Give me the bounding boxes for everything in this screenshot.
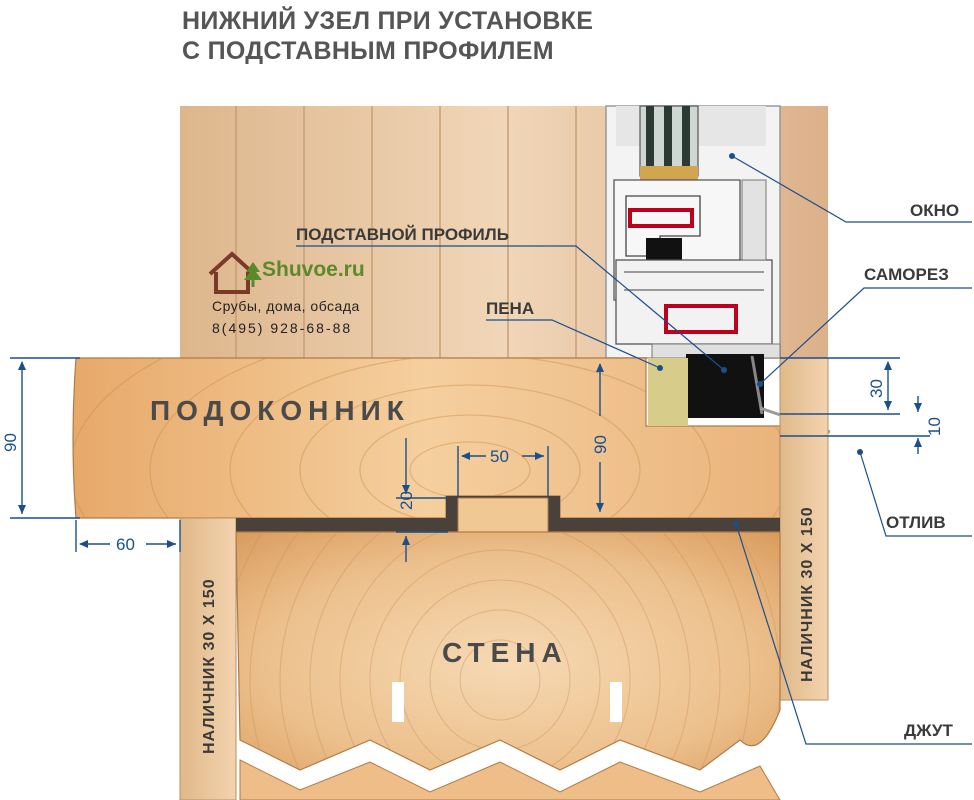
leader-lines xyxy=(296,153,972,745)
dim-10: 10 xyxy=(925,417,944,436)
label-otliv: ОТЛИВ xyxy=(886,513,946,532)
label-nalichnik-left: НАЛИЧНИК 30 Х 150 xyxy=(201,578,218,754)
title-line-1: НИЖНИЙ УЗЕЛ ПРИ УСТАНОВКЕ xyxy=(182,7,594,35)
label-nalichnik-right: НАЛИЧНИК 30 Х 150 xyxy=(799,506,816,682)
window-profile xyxy=(605,105,781,359)
label-stena: СТЕНА xyxy=(442,637,568,668)
label-samorez: САМОРЕЗ xyxy=(864,265,949,284)
label-podokonnik: ПОДОКОННИК xyxy=(150,395,410,426)
dim-90-left: 90 xyxy=(1,433,20,452)
label-okno: ОКНО xyxy=(910,201,959,220)
trim-left xyxy=(179,517,237,800)
dimension-lines xyxy=(10,357,930,562)
logo-phone: 8(495) 928-68-88 xyxy=(212,320,353,336)
dim-30: 30 xyxy=(867,379,886,398)
dim-90-mid: 90 xyxy=(591,435,610,454)
label-dzhut: ДЖУТ xyxy=(904,721,953,740)
dim-20: 20 xyxy=(397,491,416,510)
tree-icon xyxy=(244,262,262,287)
logo-name: Shuvoe.ru xyxy=(262,258,365,281)
diagram-title: НИЖНИЙ УЗЕЛ ПРИ УСТАНОВКЕ С ПОДСТАВНЫМ П… xyxy=(182,6,593,66)
title-line-2: С ПОДСТАВНЫМ ПРОФИЛЕМ xyxy=(182,37,554,65)
dim-50: 50 xyxy=(490,447,509,466)
label-podstavnoy: ПОДСТАВНОЙ ПРОФИЛЬ xyxy=(296,225,509,244)
foam-fill xyxy=(648,358,688,426)
support-profile xyxy=(686,354,764,418)
label-pena: ПЕНА xyxy=(486,299,534,318)
house-icon xyxy=(208,251,256,294)
trim-right xyxy=(779,357,829,701)
logo-tagline: Срубы, дома, обсада xyxy=(212,298,360,314)
dim-60: 60 xyxy=(116,535,135,554)
tenon xyxy=(457,497,549,533)
sill-board xyxy=(72,357,781,519)
wall-log xyxy=(235,531,781,800)
